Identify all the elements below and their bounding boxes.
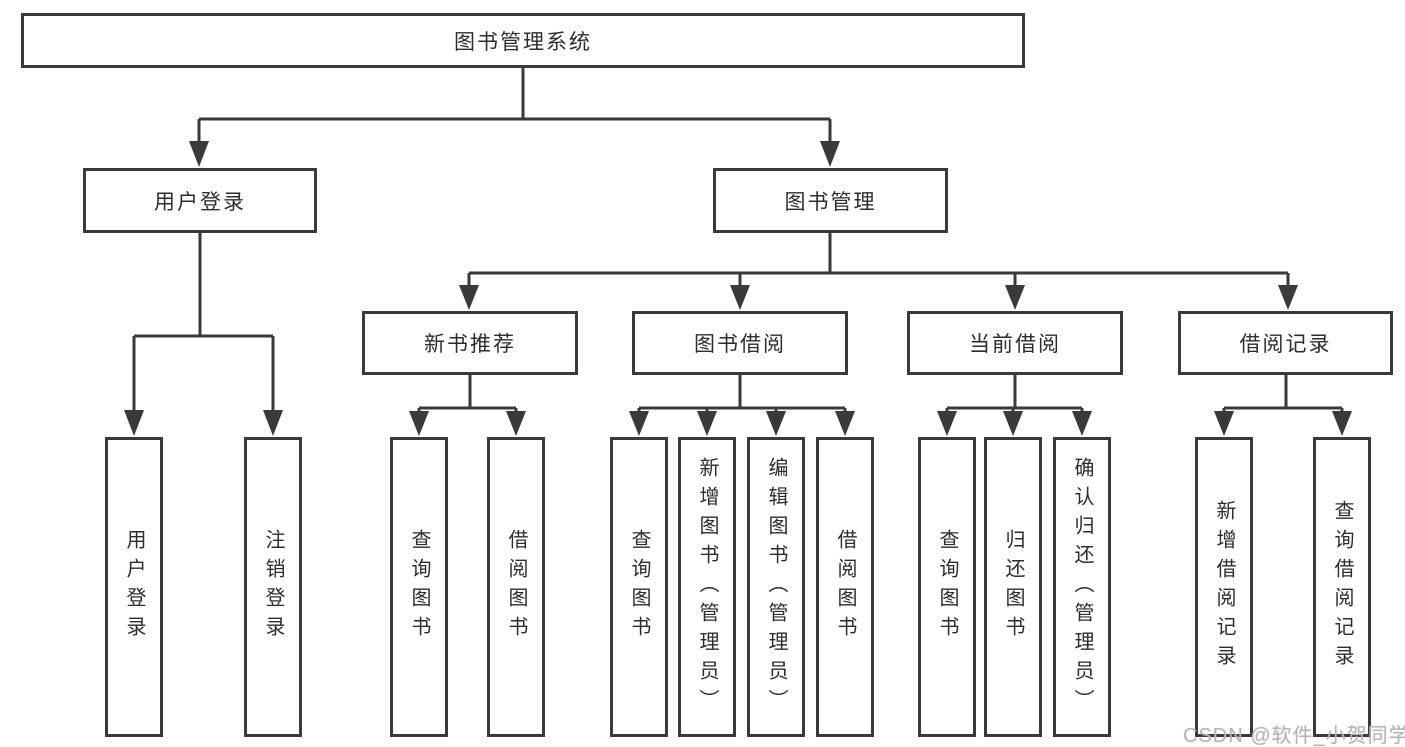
leaf-return-book: 归还图书 <box>984 437 1042 737</box>
leaf-query-current-books: 查询图书 <box>918 437 976 737</box>
node-label: 新书推荐 <box>424 333 516 356</box>
node-book-borrow: 图书借阅 <box>632 311 848 375</box>
node-user-login: 用户登录 <box>83 168 317 233</box>
node-label: 注销登录 <box>262 529 284 645</box>
node-label: 查询图书 <box>936 529 958 645</box>
leaf-edit-book-admin: 编辑图书（管理员） <box>747 437 805 737</box>
leaf-user-login: 用户登录 <box>105 437 163 737</box>
node-current-borrow: 当前借阅 <box>907 311 1123 375</box>
node-label: 新增借阅记录 <box>1213 500 1235 674</box>
node-library-management-system: 图书管理系统 <box>21 13 1025 68</box>
leaf-query-books-recommend: 查询图书 <box>390 437 448 737</box>
node-new-book-recommend: 新书推荐 <box>362 311 578 375</box>
node-label: 新增图书（管理员） <box>696 456 718 718</box>
node-label: 确认归还（管理员） <box>1071 456 1093 718</box>
node-label: 图书管理 <box>784 190 877 214</box>
leaf-confirm-return-admin: 确认归还（管理员） <box>1053 437 1111 737</box>
leaf-query-books: 查询图书 <box>610 437 668 737</box>
node-label: 借阅图书 <box>505 529 527 645</box>
leaf-borrow-books-recommend: 借阅图书 <box>487 437 545 737</box>
node-label: 归还图书 <box>1002 529 1024 645</box>
leaf-add-book-admin: 新增图书（管理员） <box>678 437 736 737</box>
csdn-watermark: CSDN @软件_小贺同学 <box>1183 725 1405 747</box>
node-label: 用户登录 <box>123 529 145 645</box>
node-label: 图书管理系统 <box>454 30 592 54</box>
node-label: 查询图书 <box>628 529 650 645</box>
node-book-management: 图书管理 <box>713 168 948 233</box>
leaf-logout: 注销登录 <box>244 437 302 737</box>
node-label: 当前借阅 <box>969 333 1061 356</box>
leaf-query-borrow-record: 查询借阅记录 <box>1313 437 1371 737</box>
node-label: 查询借阅记录 <box>1331 500 1353 674</box>
leaf-add-borrow-record: 新增借阅记录 <box>1195 437 1253 737</box>
node-label: 图书借阅 <box>694 333 786 356</box>
node-label: 用户登录 <box>154 190 246 214</box>
node-label: 编辑图书（管理员） <box>765 456 787 718</box>
node-label: 查询图书 <box>408 529 430 645</box>
node-label: 借阅记录 <box>1239 333 1332 356</box>
leaf-borrow-books: 借阅图书 <box>816 437 874 737</box>
node-borrow-record: 借阅记录 <box>1178 311 1393 375</box>
node-label: 借阅图书 <box>834 529 856 645</box>
